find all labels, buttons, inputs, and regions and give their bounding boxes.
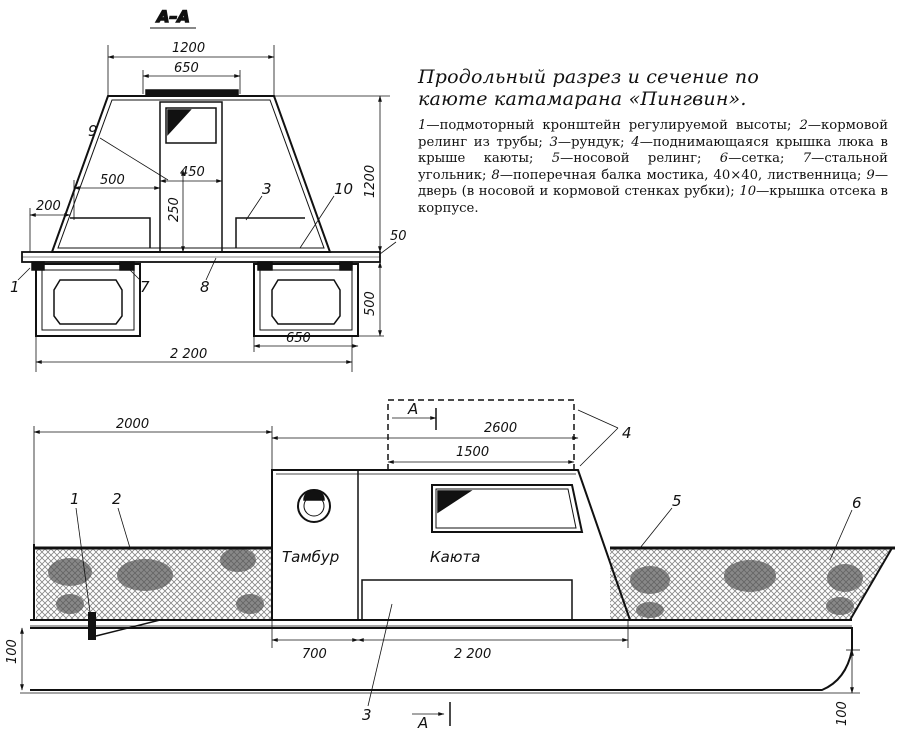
legend-text: дверь (в носовой и кормовой стенках рубк… bbox=[418, 184, 735, 200]
caption-title-line2: каюте катамарана «Пингвин». bbox=[418, 88, 747, 110]
legend-text: поднимающаяся крышка люка в крыше каюты; bbox=[418, 134, 888, 167]
side-callout-4: 4 bbox=[622, 424, 632, 442]
dim-roof-width: 650 bbox=[174, 61, 199, 76]
caption-title-line1: Продольный разрез и сечение по bbox=[418, 66, 759, 88]
side-callout-3: 3 bbox=[362, 706, 372, 724]
dim-right-100: 100 bbox=[835, 701, 850, 726]
legend-number: 4 bbox=[631, 134, 640, 150]
dim-overall-width: 2 200 bbox=[170, 347, 207, 362]
legend-number: 2 bbox=[799, 118, 808, 133]
legend-number: 10 bbox=[739, 184, 757, 200]
side-callout-2: 2 bbox=[112, 490, 122, 508]
dim-stern-len: 2000 bbox=[116, 417, 149, 432]
callout-10: 10 bbox=[334, 180, 353, 198]
legend-text: стальной угольник; bbox=[418, 151, 888, 183]
section-mark-bottom: А bbox=[417, 714, 428, 730]
section-label: А–А bbox=[155, 7, 190, 26]
callout-7: 7 bbox=[140, 278, 150, 296]
side-callout-5: 5 bbox=[672, 492, 682, 510]
legend-text: кормовой релинг из трубы; bbox=[418, 118, 888, 150]
side-callout-1: 1 bbox=[70, 490, 80, 508]
dim-left-offset: 500 bbox=[100, 173, 125, 188]
legend-number: 5 bbox=[551, 151, 561, 167]
legend-number: 1 bbox=[418, 118, 427, 133]
dim-side-step: 200 bbox=[36, 199, 61, 214]
dim-cabin-height: 1200 bbox=[363, 165, 378, 198]
legend-text: крышка отсека в корпусе. bbox=[418, 184, 888, 216]
cabin-label: Каюта bbox=[430, 548, 480, 566]
callout-9: 9 bbox=[88, 122, 98, 140]
dim-top-width: 1200 bbox=[172, 41, 205, 56]
legend-number: 3 bbox=[549, 134, 558, 150]
section-mark-top: А bbox=[407, 400, 418, 418]
side-labels: 2000 2600 1500 700 2 200 100 100 Тамбур … bbox=[5, 400, 862, 730]
dim-door-width: 450 bbox=[180, 165, 205, 180]
legend-number: 9 bbox=[866, 167, 875, 183]
section-view: А–А bbox=[17, 6, 397, 372]
dim-hatch-len: 1500 bbox=[456, 445, 489, 460]
legend-text: носовой релинг; bbox=[573, 151, 702, 167]
dim-left-100: 100 bbox=[5, 639, 20, 664]
callout-3: 3 bbox=[262, 180, 272, 198]
figure-caption: Продольный разрез и сечение по каюте кат… bbox=[418, 66, 888, 218]
dim-hull-width: 650 bbox=[286, 331, 311, 346]
dim-tambour-len: 700 bbox=[302, 647, 327, 662]
dim-cabin-len: 2 200 bbox=[454, 647, 491, 662]
dim-door-height: 250 bbox=[167, 197, 182, 222]
legend: 1—подмоторный кронштейн регулируемой выс… bbox=[418, 118, 888, 216]
dim-deck-thk: 50 bbox=[390, 229, 407, 244]
section-dimension-labels: 1200 650 450 500 200 250 1200 500 2 200 … bbox=[10, 41, 407, 362]
dim-roof-len: 2600 bbox=[484, 421, 517, 436]
legend-number: 6 bbox=[719, 151, 729, 167]
callout-1: 1 bbox=[10, 278, 20, 296]
callout-8: 8 bbox=[200, 278, 210, 296]
legend-number: 8 bbox=[491, 167, 500, 183]
legend-text: поперечная балка мостика, 40×40, листвен… bbox=[513, 167, 862, 183]
legend-text: сетка; bbox=[741, 151, 785, 167]
side-callout-6: 6 bbox=[852, 494, 862, 512]
legend-text: подмоторный кронштейн регулируемой высот… bbox=[439, 118, 792, 133]
tambour-label: Тамбур bbox=[282, 548, 339, 566]
legend-number: 7 bbox=[802, 151, 812, 167]
side-view bbox=[20, 399, 895, 726]
legend-text: рундук; bbox=[571, 134, 625, 150]
dim-hull-height: 500 bbox=[363, 291, 378, 316]
caption-title: Продольный разрез и сечение по каюте кат… bbox=[418, 66, 888, 110]
